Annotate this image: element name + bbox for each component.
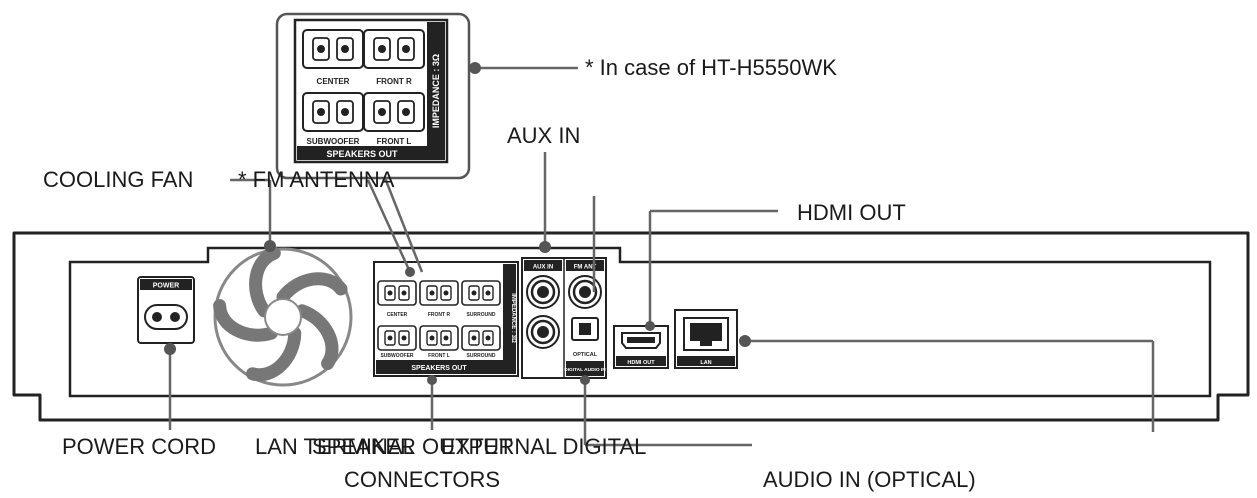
speakers-out-block: SPEAKERS OUT IMPEDANCE : 3Ω CENTER FRONT…: [373, 261, 519, 377]
lan-terminal-label: LAN TERMINAL: [255, 434, 415, 459]
impedance-panel-label: IMPEDANCE : 3Ω: [510, 293, 516, 343]
aux-in-panel-label: AUX IN: [533, 265, 553, 271]
lan-port: LAN: [674, 309, 738, 369]
hdmi-out-panel-label: HDMI OUT: [627, 360, 655, 366]
terminal-label-surround-r: SURROUND: [467, 312, 496, 318]
leader-dots: [164, 62, 751, 385]
inset-label-center: CENTER: [317, 77, 350, 86]
speakers-out-panel-label: SPEAKERS OUT: [411, 365, 467, 372]
fm-antenna-label: * FM ANTENNA: [238, 167, 395, 192]
fm-ant-panel-label: FM ANT: [574, 265, 597, 271]
lan-panel-label: LAN: [700, 360, 711, 366]
terminal-label-front-r: FRONT R: [428, 312, 451, 318]
inset-label-subwoofer: SUBWOOFER: [307, 137, 360, 146]
cooling-fan-label: COOLING FAN: [43, 167, 194, 192]
connectors-label: CONNECTORS: [344, 467, 501, 492]
input-jack-block: AUX IN FM ANT OPTICAL DIGITAL AUDIO IN: [521, 257, 607, 379]
terminal-label-surround-l: SURROUND: [467, 353, 496, 359]
speaker-output-label: SPEAKER OUTPUT: [312, 434, 513, 459]
leader-lines: [168, 66, 1155, 447]
cooling-fan-graphic: [213, 246, 353, 387]
inset-label-front-r: FRONT R: [376, 77, 412, 86]
hdmi-out-port: HDMI OUT: [613, 325, 669, 369]
terminal-label-front-l: FRONT L: [428, 353, 450, 359]
inset-impedance-label: IMPEDANCE : 3Ω: [431, 54, 441, 128]
power-cord-label: POWER CORD: [62, 434, 216, 459]
audio-in-optical-label: AUDIO IN (OPTICAL): [763, 467, 976, 492]
terminal-label-center: CENTER: [387, 312, 408, 318]
inset-speakers-out: SPEAKERS OUT IMPEDANCE : 3Ω CENTER FRONT…: [275, 12, 471, 180]
variant-note-label: * In case of HT-H5550WK: [585, 55, 837, 80]
hdmi-out-label: HDMI OUT: [797, 200, 906, 225]
inset-label-front-l: FRONT L: [377, 137, 412, 146]
inset-speakers-out-label: SPEAKERS OUT: [326, 149, 398, 159]
terminal-label-subwoofer: SUBWOOFER: [380, 353, 413, 359]
power-socket: POWER: [137, 276, 195, 344]
external-digital-label: EXTERNAL DIGITAL: [441, 434, 647, 459]
optical-panel-label: OPTICAL: [573, 352, 598, 358]
digital-audio-in-panel-label: DIGITAL AUDIO IN: [564, 367, 606, 373]
aux-in-label: AUX IN: [507, 123, 581, 148]
power-panel-label: POWER: [153, 283, 179, 290]
chassis-inner-outline: [68, 246, 1212, 398]
